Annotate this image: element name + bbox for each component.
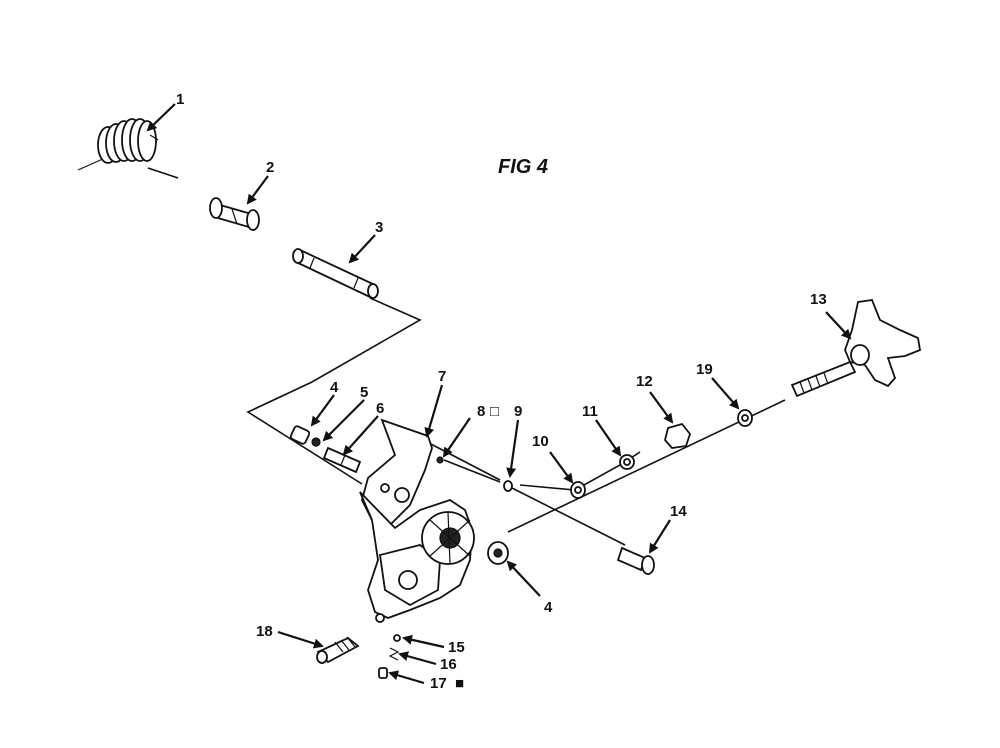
callout-17: 17	[430, 675, 447, 692]
callout-8: 8	[477, 403, 485, 420]
callout-labels: 1 2 3 4 5 6 7 8 □ 9 10 11 12 13 14 4 15 …	[176, 91, 827, 692]
callout-14: 14	[670, 503, 687, 520]
callout-19: 19	[696, 361, 713, 378]
callout-3: 3	[375, 219, 383, 236]
figure-title: FIG 4	[498, 156, 548, 178]
part-8-screw	[436, 456, 444, 464]
part-16-spring	[388, 647, 400, 661]
callout-10: 10	[532, 433, 549, 450]
callout-17-marker: ■	[455, 675, 464, 692]
part-12-nut	[664, 422, 692, 449]
callout-arrows	[146, 103, 852, 685]
callout-11: 11	[582, 403, 598, 420]
part-4-cap-right	[487, 541, 509, 565]
callout-5: 5	[360, 384, 368, 401]
callout-2: 2	[266, 159, 274, 176]
part-10-washer	[570, 481, 586, 499]
part-13-star-knob	[790, 299, 922, 398]
callout-1: 1	[176, 91, 184, 108]
part-2-bushing	[209, 197, 260, 231]
part-3-pin	[292, 248, 379, 299]
part-15-ball	[393, 634, 401, 642]
callout-9: 9	[514, 403, 522, 420]
part-18-spring-pin	[316, 636, 360, 664]
callout-7: 7	[438, 368, 446, 385]
part-11-washer	[619, 454, 635, 470]
callout-4-right: 4	[544, 599, 553, 616]
part-17-set-screw	[378, 667, 388, 679]
callout-18: 18	[256, 623, 273, 640]
callout-15: 15	[448, 639, 465, 656]
part-19-washer	[737, 409, 753, 427]
part-9-clip	[503, 480, 513, 492]
callout-12: 12	[636, 373, 653, 390]
part-5-ring	[311, 437, 321, 447]
part-1-torsion-spring	[77, 118, 159, 171]
callout-4-left: 4	[330, 379, 339, 396]
part-4-cap-left	[289, 425, 311, 445]
callout-13: 13	[810, 291, 827, 308]
part-7-lever-and-housing	[359, 418, 475, 623]
part-6-plunger	[322, 446, 362, 474]
callout-16: 16	[440, 656, 457, 673]
part-14-screw	[616, 546, 655, 575]
callout-6: 6	[376, 400, 384, 417]
callout-8-marker: □	[490, 403, 499, 420]
